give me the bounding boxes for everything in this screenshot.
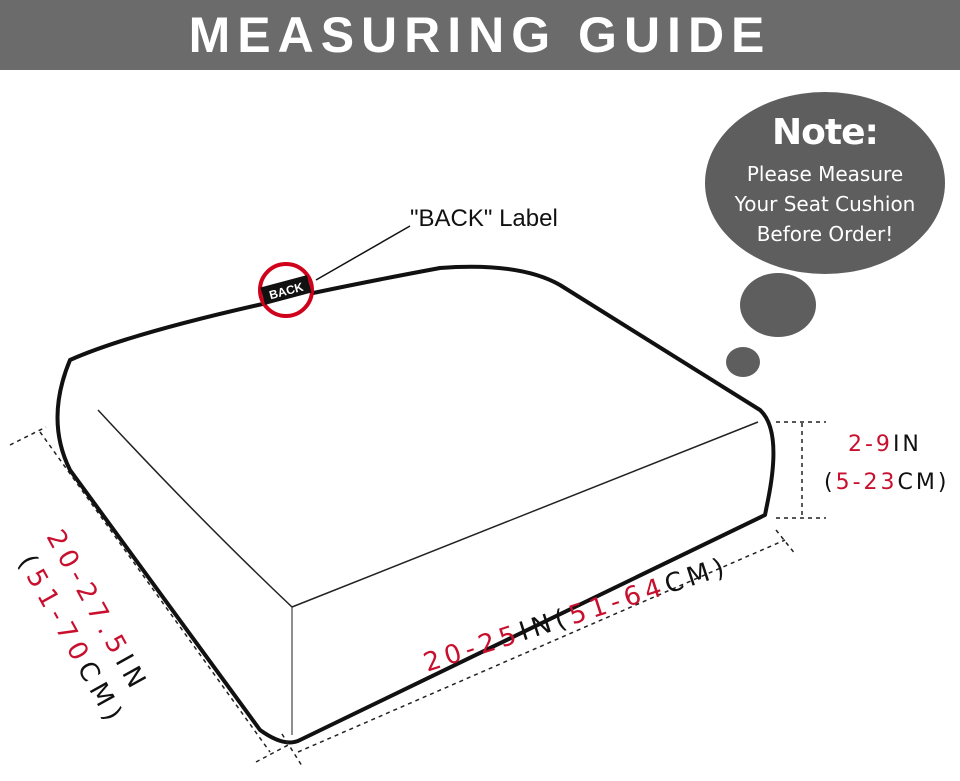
page-title: MEASURING GUIDE [188,7,772,63]
depth-dimension-line [9,426,291,763]
cushion-outline [55,264,776,745]
height-cm-range: 5-23 [835,470,898,495]
note-bubble [705,92,945,274]
thought-bubble-mid [740,273,816,337]
back-tag: BACK [260,275,312,305]
height-in-unit: IN [892,432,922,457]
height-cm-open: ( [824,470,836,495]
height-in-label: 2-9IN [848,432,922,457]
note-line-3: Before Order! [756,221,894,246]
note-title: Note: [772,111,879,153]
height-in-range: 2-9 [848,432,893,457]
thought-bubble-small [726,347,760,377]
note-line-1: Please Measure [746,161,904,186]
back-label-callout: "BACK" Label [410,205,558,232]
note-line-2: Your Seat Cushion [734,191,916,216]
height-dimension-line [776,421,826,519]
height-cm-label: (5-23CM) [824,470,949,495]
width-dimension-line [281,529,797,767]
header-banner: MEASURING GUIDE [0,0,960,70]
note-body: Please Measure Your Seat Cushion Before … [735,159,916,249]
height-cm-unit: CM) [897,470,950,495]
cushion-top-edge-right [291,421,759,608]
cushion-top-edge-front [97,409,293,608]
back-label-pointer [315,225,411,281]
note-content: Note: Please Measure Your Seat Cushion B… [706,92,944,274]
